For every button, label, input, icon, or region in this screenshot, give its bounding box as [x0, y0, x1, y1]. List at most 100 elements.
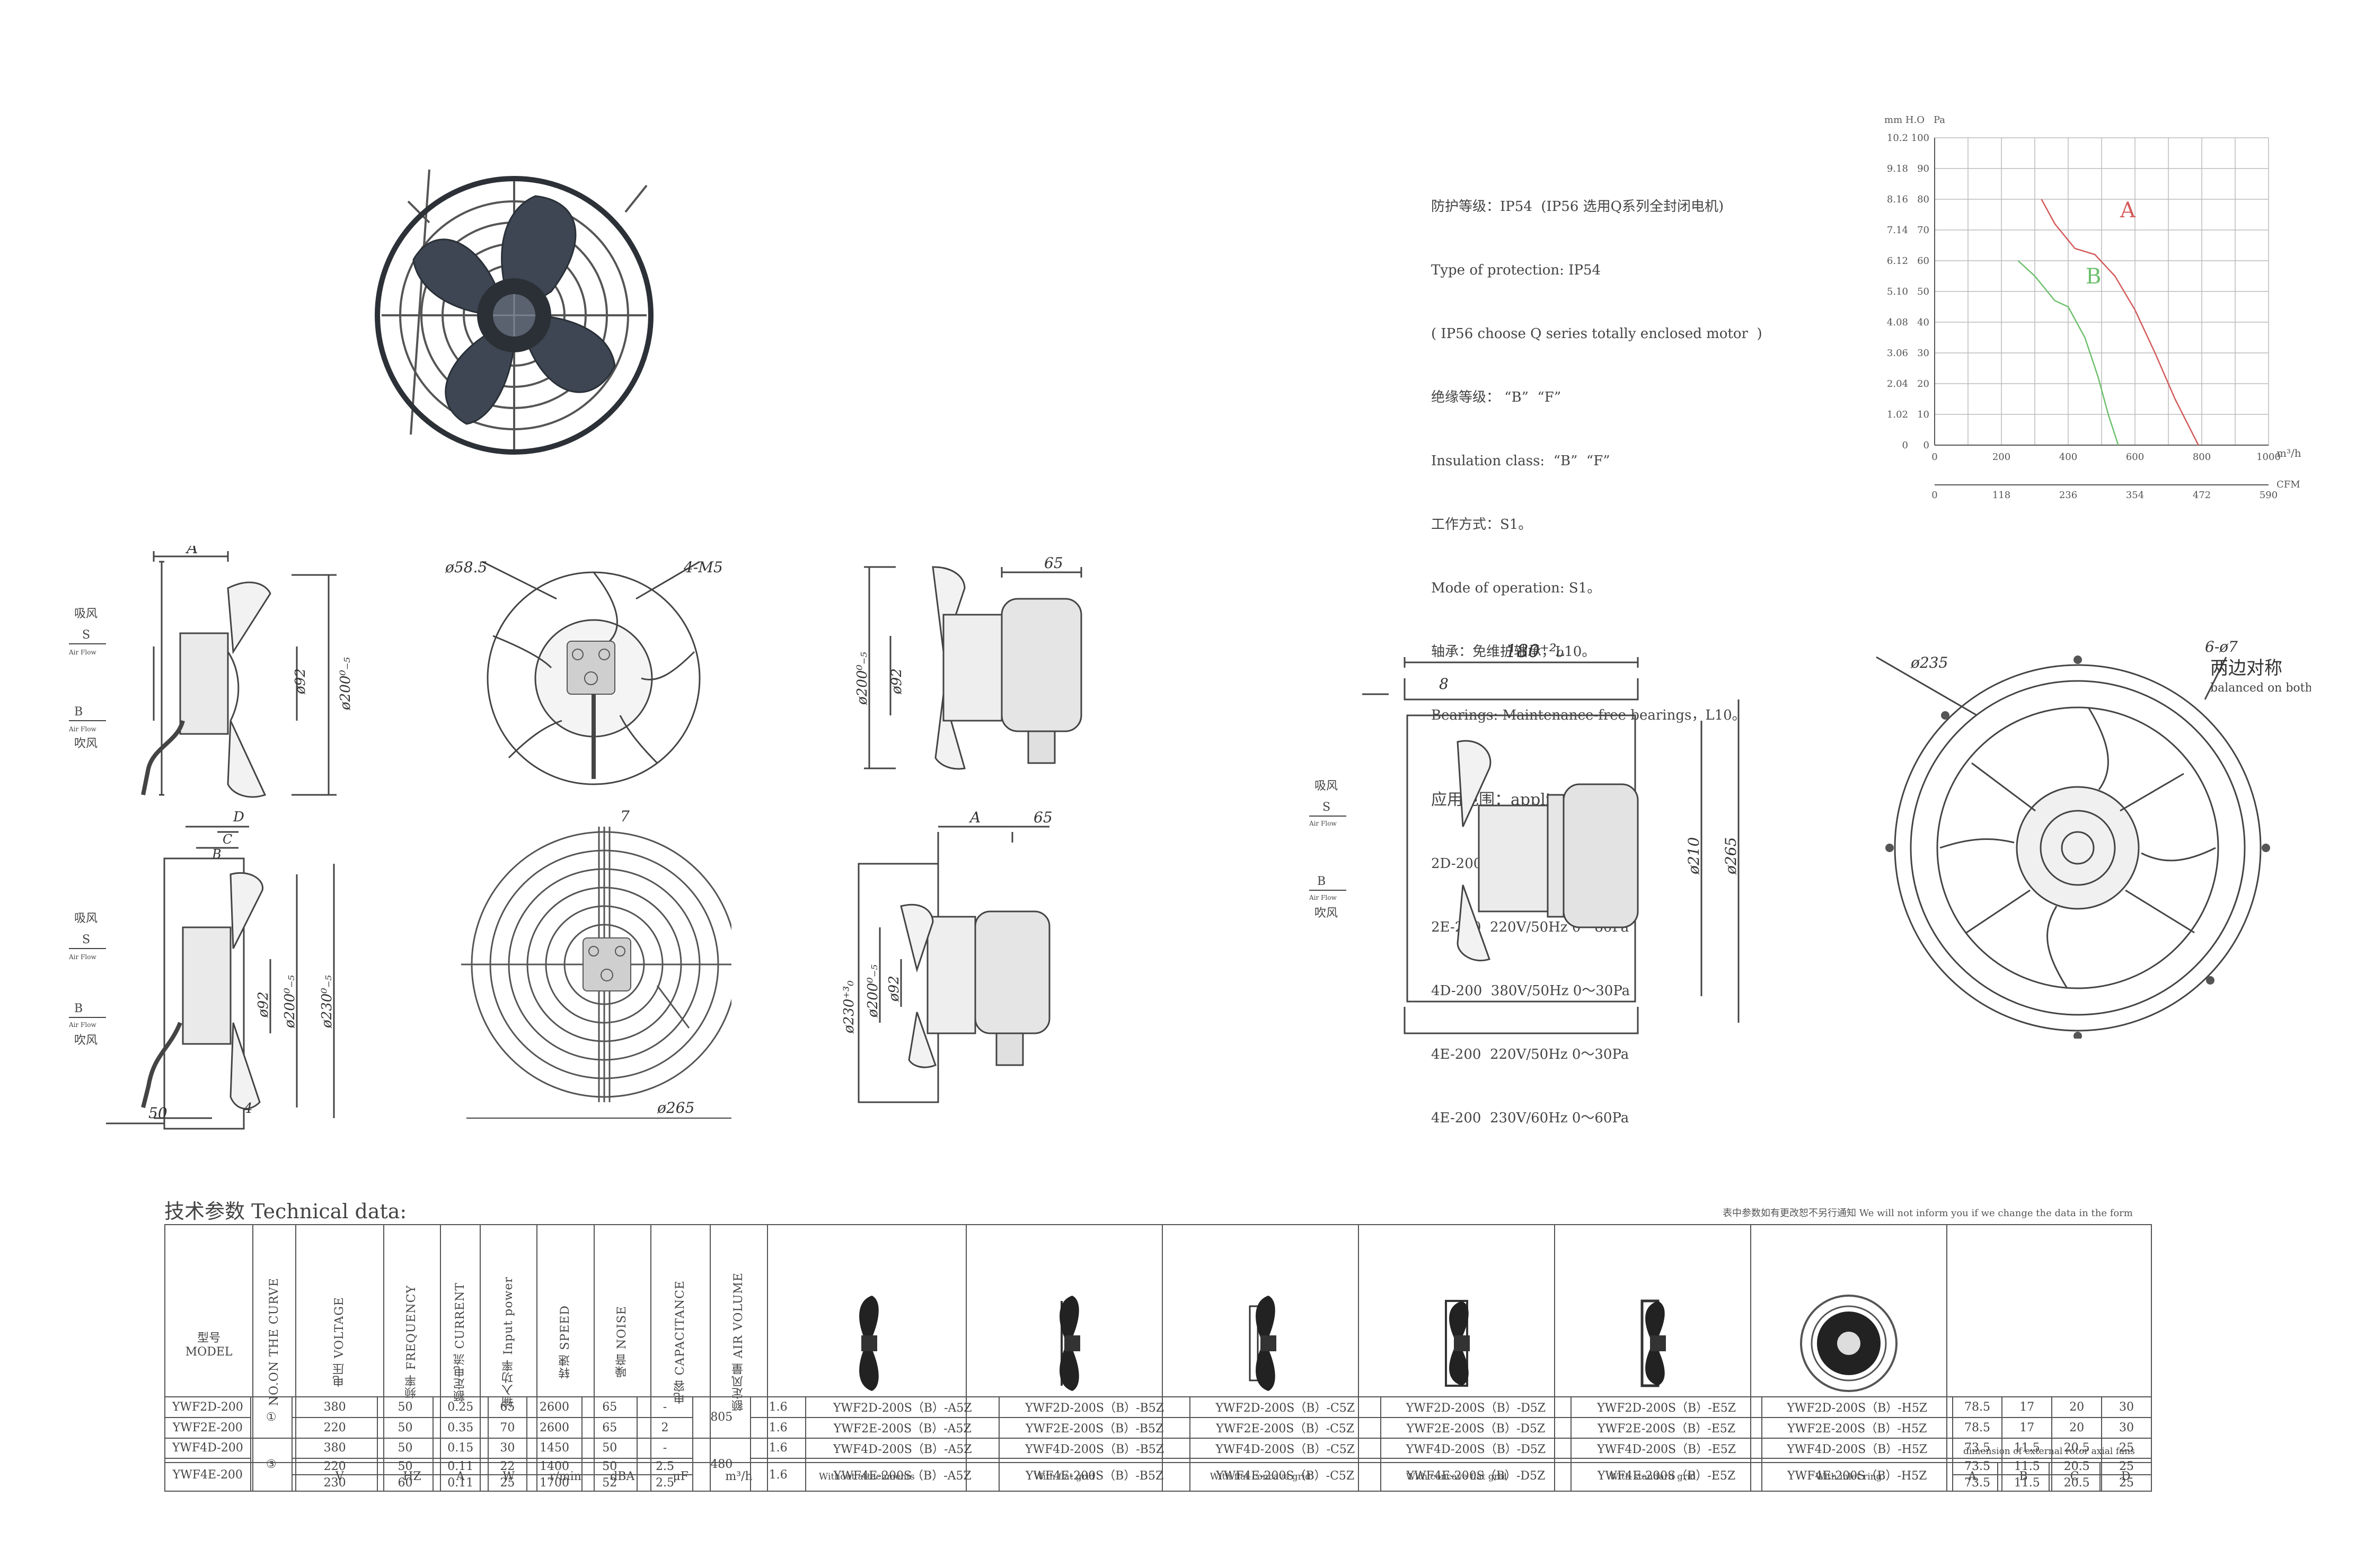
- y-tick-label: 30: [1917, 348, 1929, 359]
- dim-92-label: ø92: [889, 668, 905, 695]
- dim-d-label: D: [233, 809, 244, 825]
- range-line: 4D-200 380V/50Hz 0～30Pa: [1431, 983, 1630, 999]
- y-left-label: mm H.O: [1884, 114, 1925, 126]
- table-row: YWF4E-200 220 50 0.11 22 1400 50 2.5 1.6…: [164, 1458, 2152, 1492]
- fan-flat-grid-icon: [1060, 1296, 1080, 1392]
- dim-200-label: ø200⁰₋₅: [338, 657, 354, 711]
- dim-265-label: ø265: [1722, 837, 1740, 875]
- y-tick-label: 90: [1917, 163, 1929, 174]
- technical-data-rows: YWF2D-200 ① 380 50 0.25 65 2600 65 - 805…: [164, 1396, 2152, 1492]
- spec-line: 防护等级：IP54 (IP56 选用Q系列全封闭电机): [1431, 199, 1724, 215]
- table-row: YWF2E-200 220 50 0.35 70 2600 65 2 1.6 Y…: [164, 1416, 2152, 1439]
- series-label-a: A: [2120, 198, 2136, 223]
- y2-tick-label: 2.04: [1887, 378, 1908, 389]
- y-tick-label: 80: [1917, 194, 1929, 205]
- airflow-s-cn: 吸风: [1314, 779, 1338, 793]
- x-tick-label: 1000: [2256, 451, 2281, 463]
- airflow-b-cn: 吹风: [1314, 907, 1338, 920]
- table-row: YWF2D-200 ① 380 50 0.25 65 2600 65 - 805…: [164, 1396, 2152, 1439]
- range-line: 4E-200 230V/60Hz 0～60Pa: [1431, 1110, 1629, 1126]
- airflow-s-cn: 吸风: [74, 912, 98, 925]
- dim-4-label: 4: [243, 1101, 253, 1117]
- spec-line: 轴承：免维护轴承，L10。: [1431, 644, 1596, 660]
- y-tick-label: 10: [1917, 409, 1929, 420]
- y2-tick-label: 1.02: [1887, 409, 1908, 420]
- fan-inlet-ring-icon: [1799, 1295, 1898, 1393]
- x-tick-label: 800: [2193, 451, 2211, 463]
- series-line-b: [2017, 260, 2119, 446]
- fan-product-photo: [375, 170, 654, 455]
- series-line-a: [2041, 199, 2199, 446]
- airflow-label: Air Flow: [68, 953, 96, 961]
- dim-m5-label: 4-M5: [683, 559, 723, 576]
- dim-265-label: ø265: [657, 1099, 694, 1117]
- dim-180-label: 180⁺²₀: [1505, 641, 1564, 662]
- side-view-2: 65 ø200⁰₋₅ ø92: [854, 556, 1082, 770]
- y2-tick-label: 4.08: [1887, 317, 1908, 328]
- fan-concave-flat-grid-icon: [1444, 1300, 1470, 1387]
- table-row: YWF4D-200 ③ 380 50 0.15 30 1450 50 - 480…: [164, 1437, 2152, 1492]
- y-tick-label: 0: [1923, 440, 1929, 451]
- dim-200-label: ø200⁰₋₅: [865, 964, 881, 1018]
- airflow-b: B: [74, 1002, 83, 1015]
- airflow-label: Air Flow: [1309, 820, 1337, 827]
- dim-a-label: A: [968, 811, 981, 826]
- front-view-1: ø58.5 4-M5: [445, 559, 723, 785]
- y-tick-label: 60: [1917, 255, 1929, 267]
- table-row: 230 60 0.11 25 1700 52 2.5 73.5 11.5 20.…: [165, 1474, 2152, 1492]
- dim-200-label: ø200⁰₋₅: [854, 652, 870, 705]
- y-tick-label: 40: [1917, 317, 1929, 328]
- x2-tick-label: 590: [2260, 490, 2278, 501]
- range-line: 4E-200 220V/50Hz 0～30Pa: [1431, 1047, 1629, 1062]
- spec-line: Type of protection: IP54: [1431, 262, 1601, 278]
- series-label-b: B: [2086, 264, 2101, 289]
- y2-tick-label: 3.06: [1887, 348, 1908, 359]
- x2-axis-label: CFM: [2276, 479, 2300, 490]
- airflow-b-cn: 吹风: [74, 737, 98, 750]
- airflow-s-cn: 吸风: [74, 607, 98, 621]
- x-tick-label: 400: [2059, 451, 2077, 463]
- dim-b-label: B: [211, 847, 222, 862]
- dim-50-label: 50: [148, 1104, 167, 1122]
- y2-tick-label: 5.10: [1887, 286, 1908, 297]
- y-tick-label: 100: [1911, 132, 1929, 144]
- side-view-4: A 65 ø230⁺³₀ ø200⁰₋₅ ø92: [841, 811, 1053, 1103]
- y2-tick-label: 7.14: [1887, 225, 1908, 236]
- y2-tick-label: 10.2: [1887, 132, 1908, 144]
- x-tick-label: 0: [1931, 451, 1937, 463]
- dim-92-label: ø92: [886, 976, 902, 1002]
- y-tick-label: 20: [1917, 378, 1929, 389]
- dim-67-label: 6-ø7: [2205, 638, 2238, 655]
- x2-tick-label: 472: [2193, 490, 2211, 501]
- dim-65-label: 65: [1044, 556, 1063, 572]
- airflow-s: S: [82, 933, 90, 946]
- airflow-s: S: [1322, 801, 1330, 814]
- x2-tick-label: 118: [1992, 490, 2010, 501]
- y-tick-label: 70: [1917, 225, 1929, 236]
- dim-c-label: C: [223, 832, 232, 847]
- side-view-1: A ø92 ø200⁰₋₅ 吸风 S Air Flow B Air Flow 吹…: [68, 546, 354, 798]
- sym-en-label: balanced on both sides: [2210, 681, 2311, 695]
- y-right-label: Pa: [1934, 114, 1945, 126]
- dim-92-label: ø92: [255, 991, 271, 1018]
- spec-line: Mode of operation: S1。: [1431, 580, 1601, 596]
- x2-tick-label: 236: [2059, 490, 2077, 501]
- front-view-2: 7 ø265: [461, 808, 731, 1119]
- y2-tick-label: 8.16: [1887, 194, 1908, 205]
- housing-side-view: 180⁺²₀ 8 ø210 ø265 吸风 S Air Flow B Air F…: [1309, 641, 1740, 1034]
- spec-line: 绝缘等级： “B” “F”: [1431, 389, 1561, 405]
- dim-58-label: ø58.5: [445, 559, 487, 576]
- fan-flat-concave-grid-icon: [1249, 1296, 1276, 1392]
- inlet-ring-front-view: ø235 6-ø7 两边对称 balanced on both sides: [1876, 638, 2311, 1039]
- dim-8-label: 8: [1439, 675, 1449, 693]
- y-tick-label: 50: [1917, 286, 1929, 297]
- dim-235-label: ø235: [1910, 654, 1948, 671]
- dim-200-label: ø200⁰₋₅: [282, 975, 298, 1029]
- spec-line: 工作方式：S1。: [1431, 517, 1532, 533]
- dim-230b-label: ø230⁺³₀: [841, 980, 857, 1034]
- airflow-label: Air Flow: [1309, 894, 1337, 901]
- x2-tick-label: 0: [1931, 490, 1937, 501]
- airflow-b: B: [1317, 875, 1326, 888]
- y2-tick-label: 6.12: [1887, 255, 1908, 267]
